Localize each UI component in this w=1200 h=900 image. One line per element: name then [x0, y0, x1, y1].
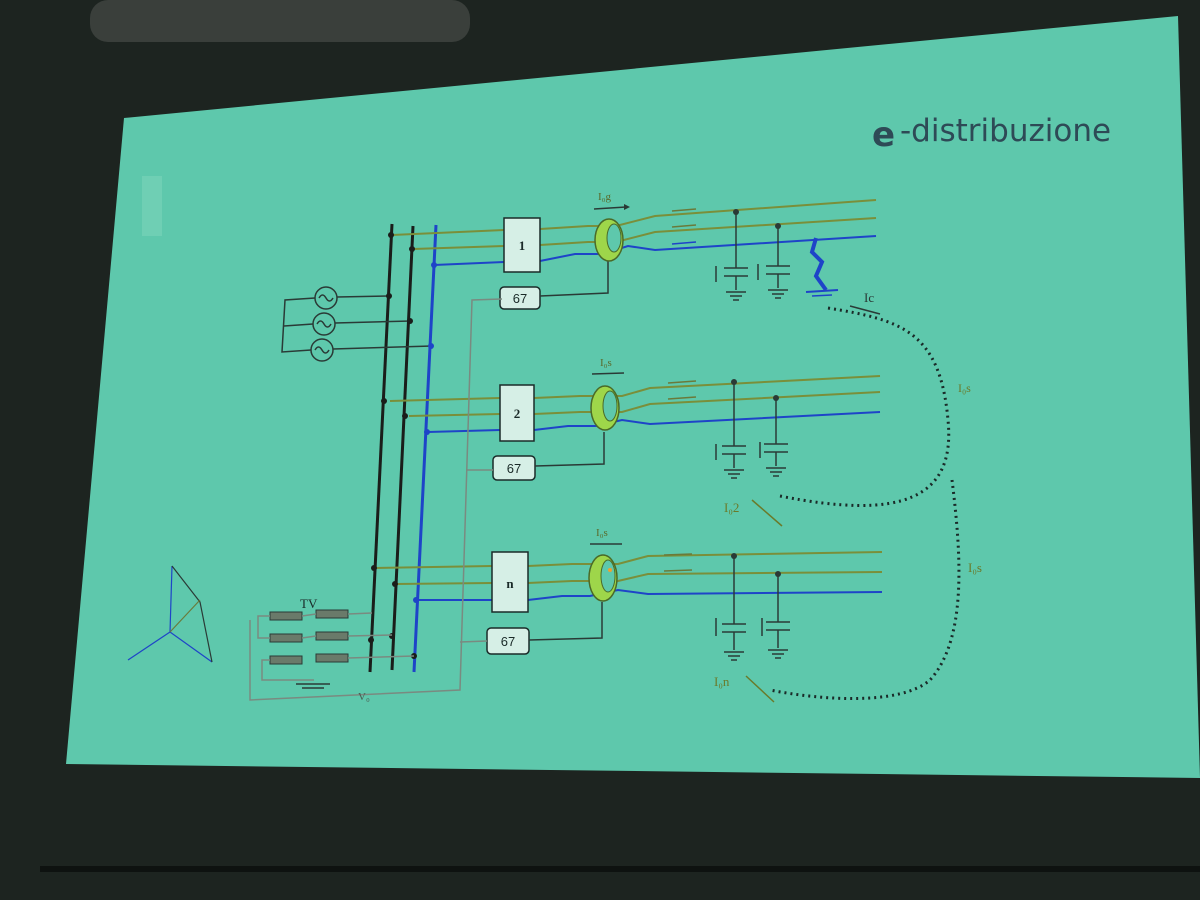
generator-star-link	[283, 323, 314, 327]
node-dot	[773, 395, 779, 401]
arrow-left-icon	[667, 380, 697, 384]
brand-logo: e -distribuzione	[872, 113, 1111, 155]
feeder-2-relay-wire	[534, 432, 605, 467]
feeder-1-label: 1	[519, 238, 526, 253]
busbar-junctions	[368, 232, 437, 659]
feeder-n-breaker	[491, 551, 529, 613]
sine-icon	[316, 320, 332, 328]
arrow-right-icon	[593, 206, 627, 210]
feeder-1-ct-inner	[606, 223, 622, 253]
loop-label-upper: I₀s	[958, 381, 971, 395]
node-dot	[775, 571, 781, 577]
arrow-icon	[751, 499, 783, 527]
feeder-1-relay	[499, 286, 541, 310]
sine-icon	[318, 294, 334, 302]
fault-symbol-icon	[805, 237, 839, 297]
feeder-n-relay-wire	[528, 602, 603, 641]
phasor-vector	[169, 631, 213, 663]
phasor-vector	[171, 565, 213, 663]
slide-artifact	[142, 176, 162, 236]
feeder-1-relay-wire	[539, 258, 609, 297]
arrow-left-icon	[663, 569, 693, 572]
feeder-2-return-current-label: I₀2	[724, 500, 739, 515]
generator-lead	[336, 295, 391, 298]
feeder-1-ct-current-label: I₀g	[598, 191, 611, 203]
feeder-2-flow-arrows	[667, 380, 697, 400]
feeder-2-label: 2	[514, 406, 521, 421]
brand-logo-glyph: e	[872, 115, 895, 155]
node-dot	[733, 209, 739, 215]
feeder-2-relay-label: 67	[507, 461, 521, 476]
feeder-2-relay	[492, 455, 536, 481]
phasor-diagram	[127, 565, 213, 663]
arrow-left-icon	[671, 224, 697, 228]
generator-lead	[334, 320, 412, 324]
phasor-vector	[169, 599, 201, 633]
sine-icon	[314, 346, 330, 354]
feeder-2-capacitors	[715, 382, 788, 479]
feeder-n-relay-label: 67	[501, 634, 515, 649]
feeder-n-ct-current-label: I₀s	[596, 527, 608, 539]
loop-label-lower: I₀s	[968, 560, 982, 575]
generator-lead	[332, 345, 433, 350]
feeder-2-ct-current-label: I₀s	[600, 357, 612, 369]
arrow-left-icon	[671, 208, 697, 212]
generator-group	[281, 286, 433, 362]
feeder-n-ct-inner	[600, 559, 616, 593]
projector-bar	[90, 0, 470, 42]
feeder-2: 2 67 I₀s I₀2	[389, 357, 881, 527]
busbar-phase-2	[390, 225, 415, 671]
busbar-neutral	[412, 224, 438, 673]
node-dot	[731, 379, 737, 385]
phasor-vector	[127, 631, 171, 661]
arrow-right-icon	[849, 305, 881, 315]
ct-glare	[608, 568, 612, 572]
slide	[66, 16, 1200, 778]
feeder-1: 1 67 I₀g Ic	[391, 191, 881, 315]
brand-logo-text: -distribuzione	[900, 113, 1111, 149]
feeder-1-relay-label: 67	[513, 291, 527, 306]
feeder-n-return-current-label: I₀n	[714, 674, 730, 689]
node-dot	[731, 553, 737, 559]
arrow-left-icon	[591, 372, 625, 375]
arrow-left-icon	[663, 553, 693, 556]
feeder-2-ct-inner	[602, 390, 618, 422]
feeder-1-breaker	[503, 217, 541, 273]
feeder-n-flow-arrows	[663, 553, 693, 572]
feeder-n-capacitors	[715, 556, 790, 661]
feeder-2-breaker	[499, 384, 535, 442]
phasor-vector	[169, 565, 173, 633]
feeder-n-label: n	[506, 576, 514, 591]
arrow-right-icon	[671, 241, 697, 245]
vt-voltage-label: V₀	[358, 691, 370, 703]
arrow-icon	[745, 675, 775, 703]
node-dot	[775, 223, 781, 229]
feeder-n: n 67 I₀s I₀n	[373, 527, 883, 703]
screen-bottom-edge	[40, 866, 1200, 872]
fault-current-label: Ic	[864, 290, 874, 305]
feeder-1-flow-arrows	[671, 208, 697, 245]
vt-label: TV	[300, 596, 318, 611]
arrow-left-icon	[667, 396, 697, 400]
voltage-transformer: TV V₀	[249, 298, 503, 703]
arrow-head-icon	[624, 204, 630, 210]
feeder-1-capacitors	[715, 212, 790, 301]
generator-star-link	[281, 297, 316, 353]
